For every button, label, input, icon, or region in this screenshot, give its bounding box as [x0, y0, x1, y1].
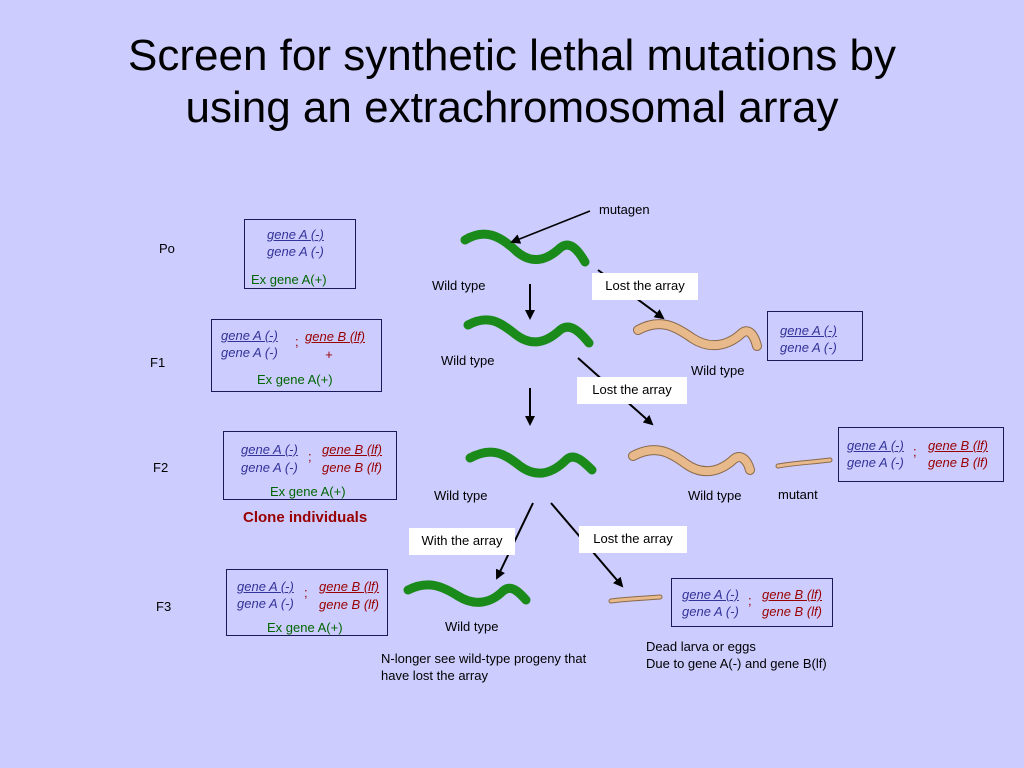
f1r-allele-a2: gene A (-) — [780, 340, 837, 355]
f1-wild-label: Wild type — [441, 353, 495, 368]
f3r-allele-a1: gene A (-) — [682, 587, 739, 602]
f2-allele-b1: gene B (lf) — [322, 442, 382, 457]
f2-allele-b2: gene B (lf) — [322, 460, 382, 475]
gen-label-f1: F1 — [150, 355, 166, 370]
f3-allele-b1: gene B (lf) — [319, 579, 379, 594]
f3-separator: ; — [304, 585, 308, 600]
f2-with-array-arrow — [495, 502, 534, 580]
gen-label-f3: F3 — [156, 599, 172, 614]
lost-array-label-3: Lost the array — [579, 526, 687, 553]
f3-allele-b2: gene B (lf) — [319, 597, 379, 612]
title-line-2: using an extrachromosomal array — [185, 83, 839, 132]
f1-right-genotype-box: gene A (-) gene A (-) — [767, 311, 863, 361]
f3r-allele-a2: gene A (-) — [682, 604, 739, 619]
f3-allele-a1: gene A (-) — [237, 579, 294, 594]
dead-larva-line-2: Due to gene A(-) and gene B(lf) — [646, 656, 827, 671]
po-genotype-box: gene A (-) gene A (-) Ex gene A(+) — [244, 219, 356, 289]
f2-mutant-label: mutant — [778, 487, 818, 502]
f2r-allele-b2: gene B (lf) — [928, 455, 988, 470]
lost-array-label-1: Lost the array — [592, 273, 698, 300]
f3-right-genotype-box: gene A (-) gene A (-) ; gene B (lf) gene… — [671, 578, 833, 627]
f2-wild-worm — [465, 447, 597, 478]
f2-separator: ; — [308, 449, 312, 464]
with-array-label: With the array — [409, 528, 515, 555]
f2-right-genotype-box: gene A (-) gene A (-) ; gene B (lf) gene… — [838, 427, 1004, 482]
dead-larva-line-1: Dead larva or eggs — [646, 639, 756, 654]
f1-lost-wild-label: Wild type — [691, 363, 745, 378]
f1-array: Ex gene A(+) — [257, 372, 333, 387]
f3-array: Ex gene A(+) — [267, 620, 343, 635]
f1-allele-a1: gene A (-) — [221, 328, 278, 343]
f1-wild-worm — [463, 315, 594, 348]
f1r-allele-a1: gene A (-) — [780, 323, 837, 338]
f2-allele-a2: gene A (-) — [241, 460, 298, 475]
clone-individuals-label: Clone individuals — [243, 509, 368, 526]
mutagen-label: mutagen — [599, 202, 650, 217]
f3r-allele-b1: gene B (lf) — [762, 587, 822, 602]
f2-array: Ex gene A(+) — [270, 484, 346, 499]
f3-wild-worm — [403, 580, 531, 607]
f3-allele-a2: gene A (-) — [237, 596, 294, 611]
f3-wild-label: Wild type — [445, 619, 499, 634]
gen-label-f2: F2 — [153, 460, 169, 475]
no-longer-line-1: N-longer see wild-type progeny that — [381, 651, 587, 666]
f2-lost-wild-label: Wild type — [688, 488, 742, 503]
lost-array-label-2: Lost the array — [577, 377, 687, 404]
f2-wild-label: Wild type — [434, 488, 488, 503]
f1-separator: ; — [295, 334, 299, 349]
f3r-allele-b2: gene B (lf) — [762, 604, 822, 619]
f2-genotype-box: gene A (-) gene A (-) ; gene B (lf) gene… — [223, 431, 397, 500]
f2r-allele-b1: gene B (lf) — [928, 438, 988, 453]
f1-allele-b1: gene B (lf) — [305, 329, 365, 344]
title-line-1: Screen for synthetic lethal mutations by — [128, 31, 896, 80]
f2r-allele-a2: gene A (-) — [847, 455, 904, 470]
po-wild-label: Wild type — [432, 278, 486, 293]
gen-label-po: Po — [159, 241, 175, 256]
slide-title: Screen for synthetic lethal mutations by… — [0, 30, 1024, 134]
f1-allele-b2: + — [325, 347, 333, 362]
f3-genotype-box: gene A (-) gene A (-) ; gene B (lf) gene… — [226, 569, 388, 636]
po-wild-worm — [460, 229, 590, 267]
f2r-separator: ; — [913, 444, 917, 459]
mutagen-arrow — [510, 210, 591, 244]
po-array: Ex gene A(+) — [251, 272, 327, 287]
f1-allele-a2: gene A (-) — [221, 345, 278, 360]
f2-allele-a1: gene A (-) — [241, 442, 298, 457]
f3r-separator: ; — [748, 593, 752, 608]
no-longer-line-2: have lost the array — [381, 668, 488, 683]
f1-genotype-box: gene A (-) gene A (-) ; gene B (lf) + Ex… — [211, 319, 382, 392]
po-allele-a2: gene A (-) — [267, 244, 324, 259]
f2r-allele-a1: gene A (-) — [847, 438, 904, 453]
po-allele-a1: gene A (-) — [267, 227, 324, 242]
